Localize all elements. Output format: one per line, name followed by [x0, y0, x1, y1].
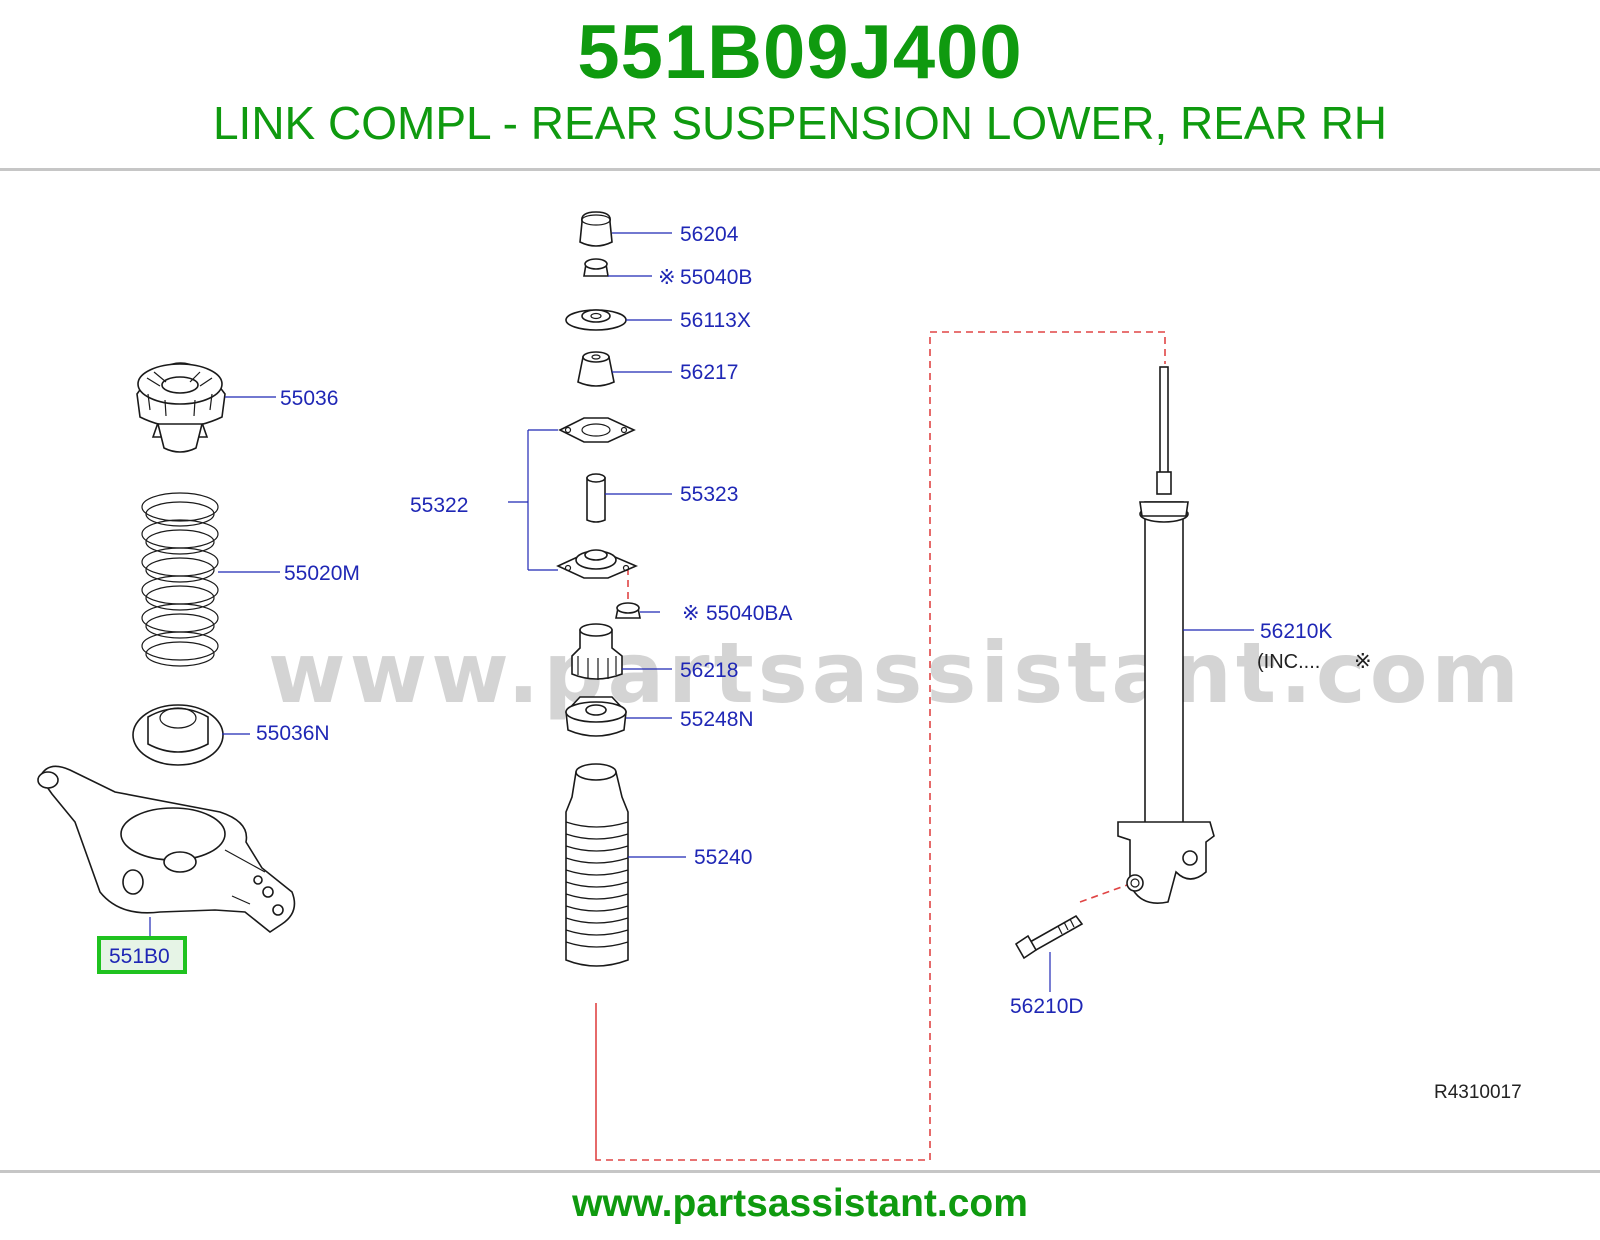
washer-56113x-icon	[565, 309, 627, 331]
nut-55040b-icon	[583, 258, 609, 277]
asterisk-icon: ※	[658, 266, 676, 289]
callout-55322[interactable]: 55322	[410, 494, 468, 517]
callout-55020m[interactable]: 55020M	[284, 562, 360, 585]
callout-55036[interactable]: 55036	[280, 387, 338, 410]
callout-labels: 56204 ※ 55040B 56113X 56217 55322 55323 …	[256, 223, 1522, 1103]
callout-55036n[interactable]: 55036N	[256, 722, 330, 745]
callout-55240[interactable]: 55240	[694, 846, 752, 869]
callout-56210d[interactable]: 56210D	[1010, 995, 1084, 1018]
pin-55323-icon	[586, 473, 606, 523]
lower-link-551b0-icon	[37, 765, 296, 933]
bolt-56210d-icon	[1014, 914, 1084, 960]
dust-boot-55240-icon	[565, 763, 629, 967]
spring-seat-55036n-icon	[132, 704, 224, 766]
asterisk-icon: ※	[1354, 650, 1372, 673]
watermark-text: www.partsassistant.com	[268, 624, 1523, 722]
callout-55248n[interactable]: 55248N	[680, 708, 754, 731]
nut-55040ba-icon	[615, 602, 641, 619]
part-number: 551B09J400	[577, 10, 1023, 95]
shock-absorber-56210k-icon	[1117, 366, 1215, 904]
bound-bumper-56218-icon	[571, 623, 623, 680]
callout-55040b[interactable]: 55040B	[680, 266, 752, 289]
header-divider	[0, 168, 1600, 171]
selected-part-highlight[interactable]: 551B0	[97, 936, 187, 974]
bump-stopper-55036-icon	[136, 362, 226, 453]
callout-56210k[interactable]: 56210K	[1260, 620, 1332, 643]
callout-56113x[interactable]: 56113X	[680, 309, 751, 332]
assembly-dashed-lines	[595, 331, 1166, 1161]
part-title: LINK COMPL - REAR SUSPENSION LOWER, REAR…	[212, 97, 1388, 149]
leader-lines	[149, 232, 1254, 992]
mount-insulator-icon	[556, 549, 639, 579]
coil-spring-55020m-icon	[141, 492, 219, 667]
parts-diagram: www.partsassistant.com	[0, 172, 1600, 1168]
diagram-canvas: www.partsassistant.com	[37, 211, 1523, 1161]
bushing-56217-icon	[577, 351, 615, 387]
callout-56217[interactable]: 56217	[680, 361, 738, 384]
footer-divider	[0, 1170, 1600, 1173]
cap-56204-icon	[579, 211, 613, 247]
callout-55040ba[interactable]: 55040BA	[706, 602, 792, 625]
rubber-seat-55248n-icon	[565, 696, 627, 737]
mounting-plate-55322-icon	[558, 417, 636, 443]
callout-56204[interactable]: 56204	[680, 223, 739, 246]
callout-551b0[interactable]: 551B0	[109, 945, 170, 968]
asterisk-icon: ※	[682, 602, 700, 625]
callout-56210k-note: (INC....	[1257, 651, 1320, 673]
callout-56218[interactable]: 56218	[680, 659, 738, 682]
highlight-box	[97, 936, 187, 974]
footer-url-link[interactable]: www.partsassistant.com	[572, 1182, 1028, 1225]
callout-55323[interactable]: 55323	[680, 483, 738, 506]
diagram-reference-code: R4310017	[1434, 1082, 1522, 1103]
header: 551B09J400 LINK COMPL - REAR SUSPENSION …	[0, 0, 1600, 168]
